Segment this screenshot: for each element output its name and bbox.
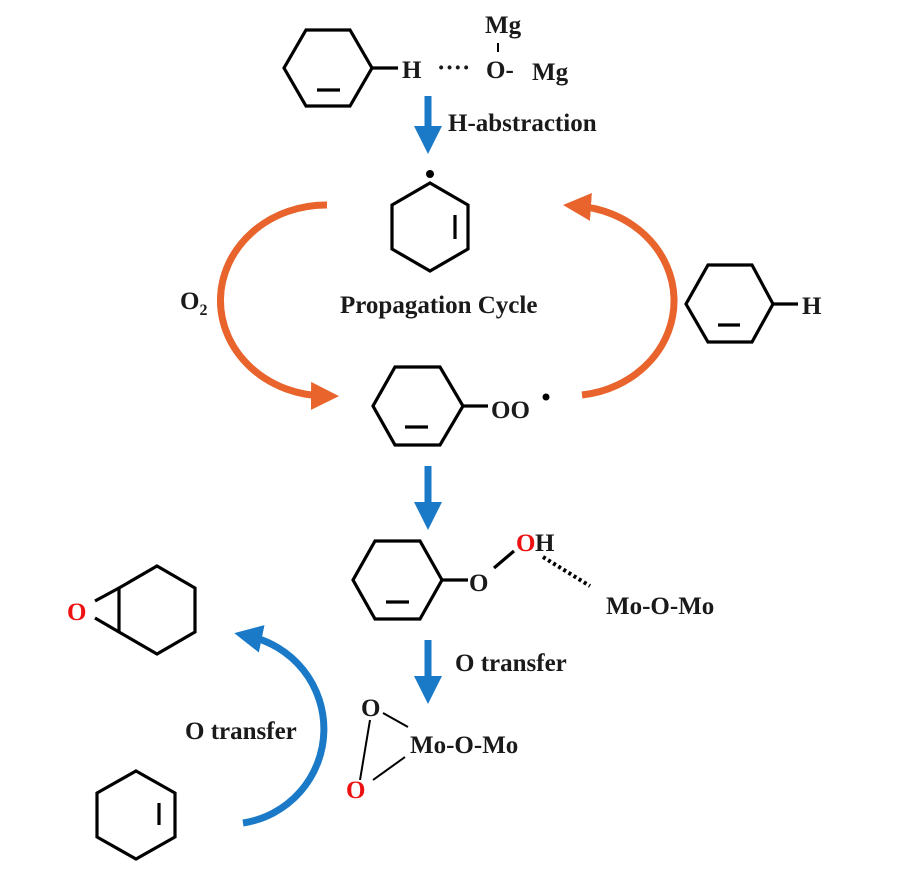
hydrogen-bond-dots: ···· [437, 55, 470, 82]
h-transfer-arrow [563, 193, 678, 399]
cyclohexane-ring [117, 564, 197, 656]
cyclohexene-ring [95, 769, 177, 861]
cyclohexene-mgo-complex: H ···· O- Mg Mg [282, 12, 569, 108]
propagation-cycle-label: Propagation Cycle [340, 292, 537, 319]
epoxide-bond-top [94, 586, 120, 603]
epoxide-bond-bottom [94, 616, 120, 634]
cyclohexene-ring [371, 365, 465, 447]
peroxo-oxygen-bottom: O [346, 777, 365, 804]
cyclohexenyl-radical [390, 170, 470, 273]
hydrogen-atom: H [402, 57, 422, 84]
cyclohexene-oxide: O [67, 564, 197, 656]
hydroxyl-oxygen: O [516, 530, 535, 557]
o-o-bond [492, 549, 516, 570]
radical-dot [542, 393, 550, 401]
cyclohexenyl-peroxy-radical: OO [371, 365, 550, 447]
mg-top: Mg [485, 12, 522, 39]
peroxy-group: OO [491, 397, 530, 424]
o-mo-bond-top [382, 712, 409, 728]
cyclohexenyl-hydroperoxide: O O H Mo-O-Mo [351, 530, 714, 621]
mo-o-mo-catalyst: Mo-O-Mo [606, 593, 714, 620]
o2-label: O2 [180, 288, 207, 319]
mg-right: Mg [532, 59, 569, 86]
o-transfer-label: O transfer [455, 650, 567, 677]
oxygen-atom: O [469, 570, 488, 597]
oxygen-addition-arrow [216, 201, 339, 410]
cyclohexene-rh: H [684, 263, 822, 344]
cyclohexene-ring [351, 539, 444, 621]
mo-o-mo-catalyst: Mo-O-Mo [410, 732, 518, 759]
h-abstraction-label: H-abstraction [448, 110, 597, 137]
o-o-bond [359, 719, 371, 781]
hydrogen-bond [541, 555, 592, 588]
peroxo-oxygen-top: O [361, 695, 380, 722]
cyclohexene-ring [684, 263, 775, 344]
cyclohexenyl-ring [390, 181, 470, 273]
epoxide-oxygen: O [67, 599, 86, 626]
cyclohexene-substrate [95, 769, 177, 861]
epoxidation-label: O transfer [185, 718, 297, 745]
cyclohexene-ring [282, 28, 374, 108]
hydrogen-atom: H [802, 293, 822, 320]
o-mo-bond-bottom [372, 756, 406, 781]
radical-dot [426, 170, 434, 178]
hydroxyl-hydrogen: H [535, 530, 555, 557]
oxygen-atom: O- [486, 57, 514, 84]
mo-peroxo-complex: O O Mo-O-Mo [346, 695, 518, 804]
epoxidation-arrow [234, 625, 328, 827]
